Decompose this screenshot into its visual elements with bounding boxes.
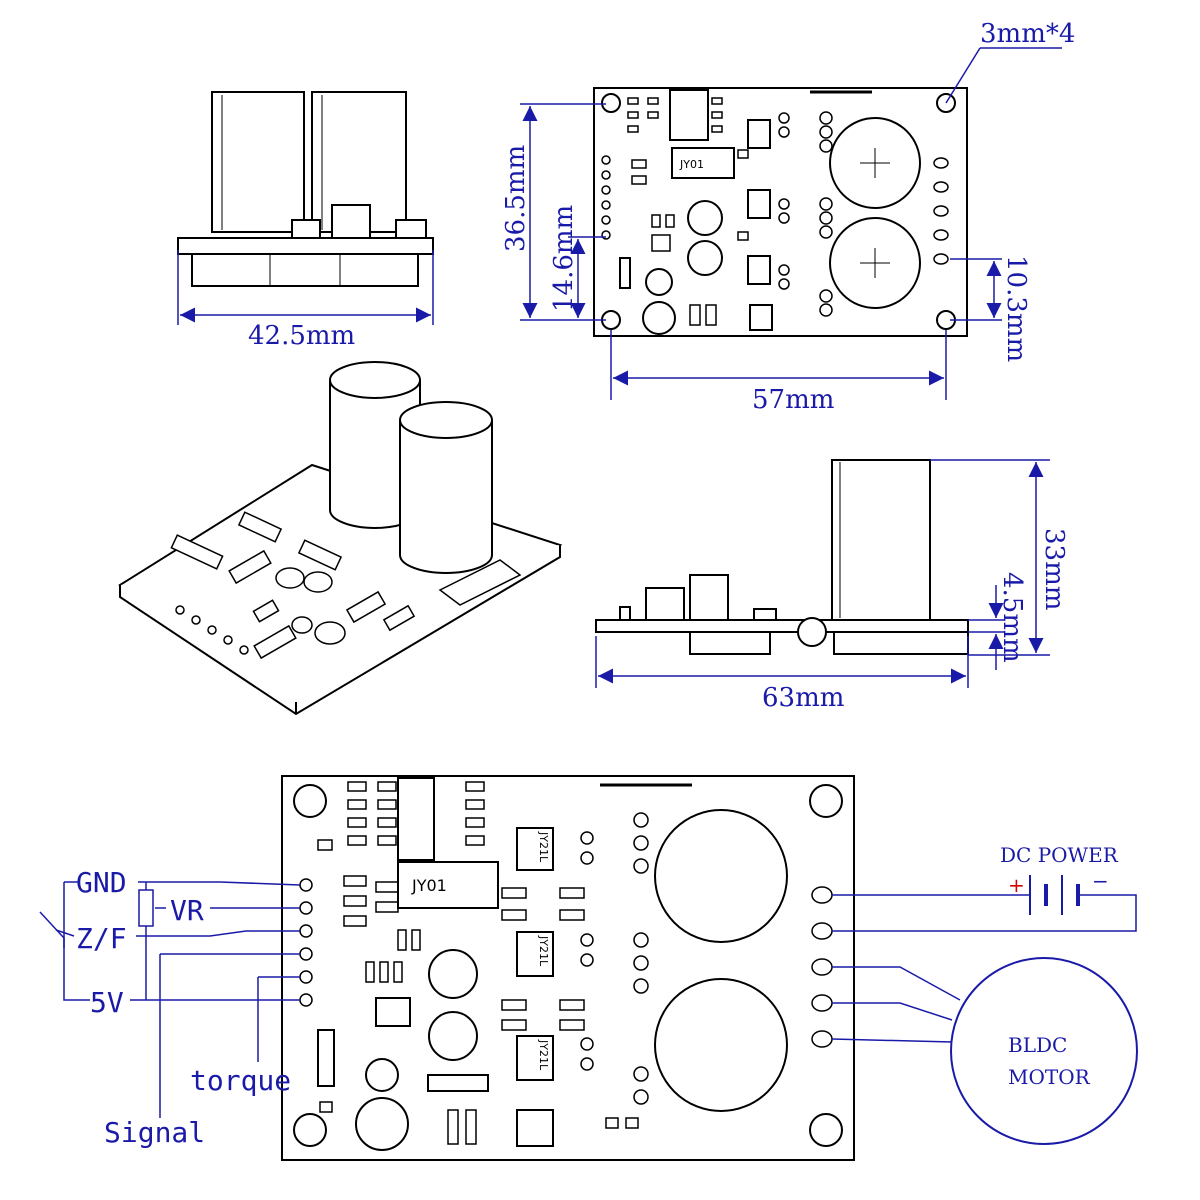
dim-side-height: 33mm [1039, 528, 1069, 610]
label-torque: torque [190, 1064, 291, 1097]
dim-width-front: 42.5mm [248, 321, 355, 351]
dim-mount-holes: 3mm*4 [980, 19, 1075, 49]
label-dc-power: DC POWER [1000, 843, 1119, 867]
dim-length-top: 57mm [752, 385, 834, 415]
top-chip-jy01: JY01 [679, 158, 704, 171]
label-minus: − [1092, 869, 1109, 893]
power-wires [831, 875, 1138, 1145]
board-chip-jy01: JY01 [411, 876, 447, 895]
label-plus: + [1008, 873, 1025, 897]
label-5v: 5V [90, 986, 124, 1019]
label-bldc: BLDC [1008, 1033, 1067, 1057]
top-dims [520, 47, 1062, 400]
label-zf: Z/F [76, 922, 127, 955]
top-view [593, 87, 968, 337]
dim-right-offset: 10.3mm [1001, 255, 1031, 362]
label-gnd: GND [76, 866, 127, 899]
board-chip-jy21l-1: JY21L [537, 831, 550, 863]
board-chip-jy21l-2: JY21L [537, 935, 550, 967]
board-chip-jy21l-3: JY21L [537, 1039, 550, 1071]
isometric-view [118, 361, 563, 716]
side-dims [595, 459, 1050, 688]
front-dim [177, 250, 434, 325]
front-view [177, 91, 434, 287]
side-view [595, 459, 969, 655]
dim-side-length: 63mm [762, 683, 844, 713]
control-wires [39, 881, 301, 1118]
dim-height-top: 36.5mm [501, 145, 531, 252]
label-signal: Signal [104, 1116, 205, 1149]
label-vr: VR [170, 894, 204, 927]
dim-side-board: 4.5mm [997, 572, 1027, 663]
dim-height-small: 14.6mm [549, 205, 579, 312]
label-motor: MOTOR [1008, 1065, 1091, 1089]
wiring-board [281, 775, 855, 1161]
